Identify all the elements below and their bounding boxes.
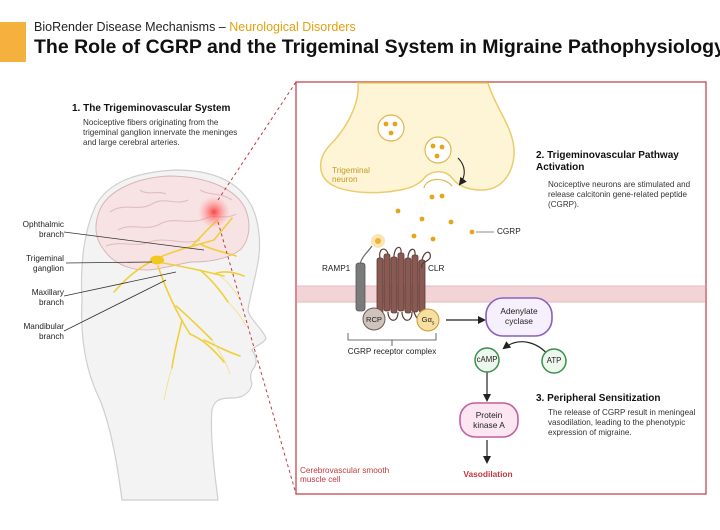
protein-kinase-a-label: Protein kinase A xyxy=(473,410,505,431)
section-1-heading: 1. The Trigeminovascular System xyxy=(72,103,231,114)
series-line: BioRender Disease Mechanisms – Neurologi… xyxy=(34,20,356,34)
head-illustration xyxy=(80,169,267,501)
release-arrow xyxy=(457,157,467,186)
section-1-body: Nociceptive fibers originating from the … xyxy=(83,118,238,147)
camp-node xyxy=(474,347,500,373)
section-2-heading: 2. Trigeminovascular Pathway Activation xyxy=(536,150,679,173)
vesicle xyxy=(377,114,405,142)
mandibular-branch-label: Mandibular branch xyxy=(23,322,64,341)
trigeminal-neuron xyxy=(320,82,515,194)
adenylate-cyclase-label: Adenylate cyclase xyxy=(500,306,538,327)
smooth-muscle-cell-label: Cerebrovascular smooth muscle cell xyxy=(300,466,390,485)
pain-glow xyxy=(198,196,230,228)
page-title: The Role of CGRP and the Trigeminal Syst… xyxy=(34,36,720,58)
callout-dashes xyxy=(217,81,297,495)
rcp-protein xyxy=(362,307,386,331)
protein-kinase-a-node xyxy=(459,402,519,438)
vasodilation-label: Vasodilation xyxy=(463,469,513,479)
maxillary-branch-label: Maxillary branch xyxy=(31,288,64,307)
clr-receptor xyxy=(376,252,426,314)
ramp1-protein xyxy=(355,245,373,312)
brain xyxy=(95,175,250,271)
cgrp-label: CGRP xyxy=(497,227,521,236)
adenylate-cyclase-node xyxy=(485,297,553,337)
section-3-heading: 3. Peripheral Sensitization xyxy=(536,393,661,404)
category-name: Neurological Disorders xyxy=(229,20,356,34)
trigeminal-ganglion-label: Trigeminal ganglion xyxy=(26,254,64,273)
head-label-lines xyxy=(63,231,205,332)
exocytosis-pore xyxy=(423,178,453,189)
camp-label: cAMP xyxy=(476,355,498,364)
atp-label: ATP xyxy=(546,356,562,365)
ramp1-label: RAMP1 xyxy=(322,264,351,273)
trigeminal-neuron-label: Trigeminal neuron xyxy=(332,166,370,185)
atp-node xyxy=(541,348,567,374)
g-alpha-protein xyxy=(416,308,440,332)
clr-label: CLR xyxy=(428,264,445,273)
trigeminal-nerve-branches xyxy=(113,217,245,369)
cgrp-molecules xyxy=(375,121,475,244)
header-accent-bar xyxy=(0,22,26,62)
vesicle xyxy=(424,136,452,164)
receptor-complex-label: CGRP receptor complex xyxy=(347,347,437,356)
trigeminal-ganglion-marker xyxy=(150,255,164,265)
section-3-body: The release of CGRP result in meningeal … xyxy=(548,408,696,437)
series-name: BioRender Disease Mechanisms – xyxy=(34,20,226,34)
g-alpha-label: Gαs xyxy=(421,315,435,327)
fine-nerve-fibers xyxy=(163,275,247,401)
rcp-label: RCP xyxy=(365,315,383,324)
ophthalmic-branch-label: Ophthalmic branch xyxy=(22,220,64,239)
section-2-body: Nociceptive neurons are stimulated and r… xyxy=(548,180,691,209)
